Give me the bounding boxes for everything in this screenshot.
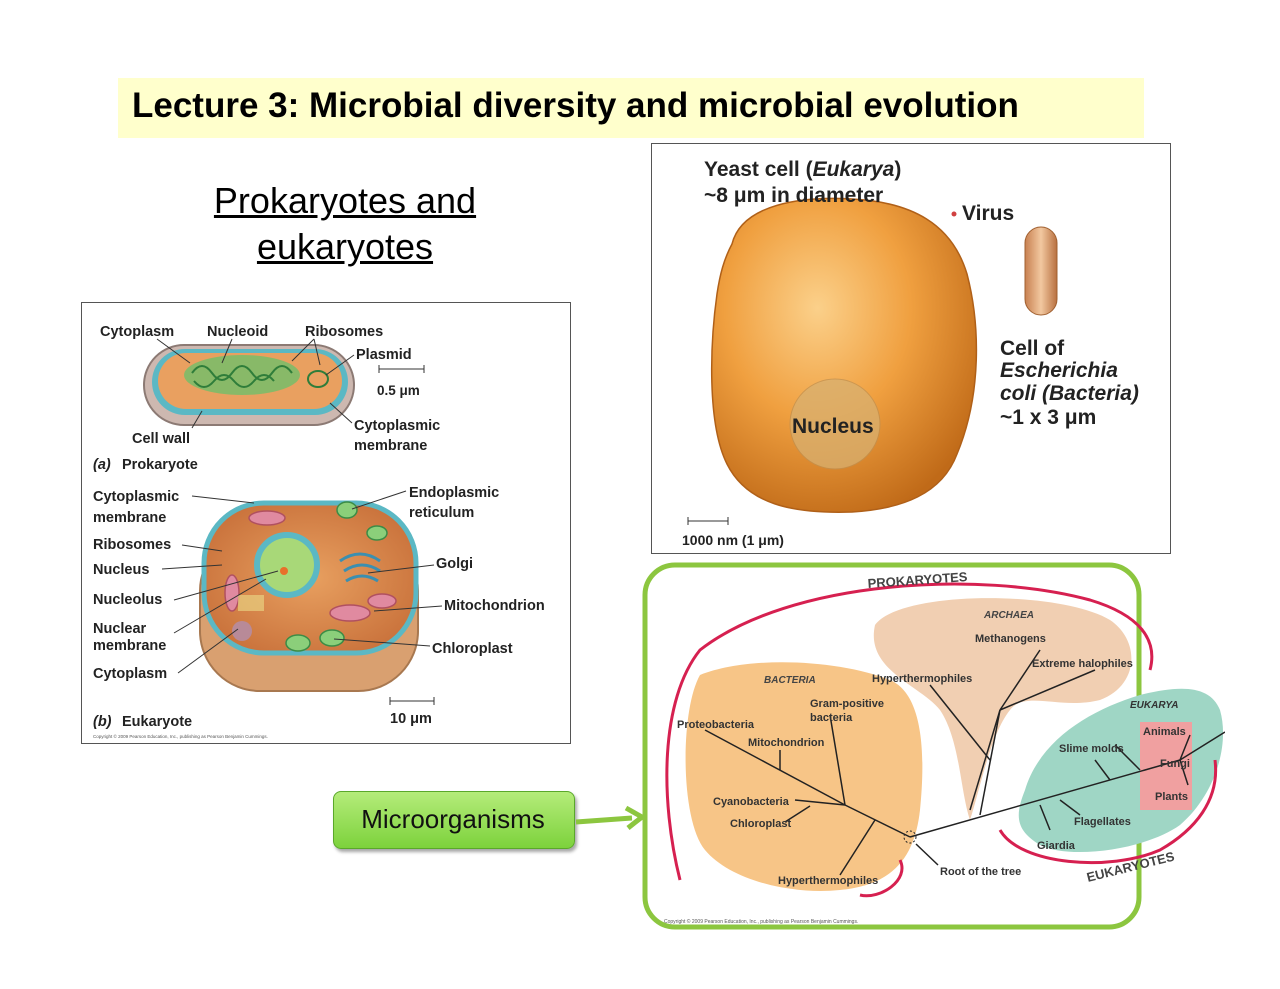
eu-label-cyto-membrane-2: membrane bbox=[93, 510, 166, 526]
label-eukarya: EUKARYA bbox=[1130, 700, 1179, 711]
prokaryote-scale-label: 0.5 μm bbox=[377, 383, 420, 398]
bacteria-region bbox=[685, 662, 923, 891]
label-proteobacteria: Proteobacteria bbox=[677, 719, 755, 731]
size-scale-label: 1000 nm (1 μm) bbox=[682, 532, 784, 548]
label-cytoplasm: Cytoplasm bbox=[100, 324, 174, 340]
label-fungi: Fungi bbox=[1160, 758, 1190, 770]
label-animals: Animals bbox=[1143, 726, 1186, 738]
eu-label-cyto-membrane-1: Cytoplasmic bbox=[93, 489, 179, 505]
caption-a-letter: (a) bbox=[93, 457, 111, 473]
eukarya-highlight-box bbox=[1140, 722, 1192, 810]
prokaryote-cell bbox=[143, 344, 355, 426]
size-comparison-panel: Yeast cell (Eukarya) ~8 μm in diameter V… bbox=[651, 143, 1171, 554]
label-hyperthermophiles-archaea: Hyperthermophiles bbox=[872, 673, 972, 685]
cell-panel-copyright: Copyright © 2009 Pearson Education, Inc.… bbox=[93, 733, 268, 739]
root-marker bbox=[903, 830, 917, 844]
eu-label-nucleolus: Nucleolus bbox=[93, 592, 162, 608]
ecoli-label-2: Escherichia bbox=[1000, 359, 1118, 382]
label-archaea: ARCHAEA bbox=[983, 610, 1034, 621]
label-nucleoid: Nucleoid bbox=[207, 324, 268, 340]
label-mitochondrion-tree: Mitochondrion bbox=[748, 737, 825, 749]
label-gram-positive-1: Gram-positive bbox=[810, 698, 884, 710]
prokaryotes-arc bbox=[665, 582, 1154, 881]
yeast-label: Yeast cell (Eukarya) bbox=[704, 158, 901, 181]
label-gram-positive-2: bacteria bbox=[810, 712, 853, 724]
yeast-size-label: ~8 μm in diameter bbox=[704, 184, 883, 207]
label-slime-molds: Slime molds bbox=[1059, 743, 1124, 755]
virus-label: Virus bbox=[962, 202, 1014, 225]
eu-label-nuclear-membrane-2: membrane bbox=[93, 638, 166, 654]
label-cell-wall: Cell wall bbox=[132, 431, 190, 447]
eu-label-golgi: Golgi bbox=[436, 556, 473, 572]
eu-label-mitochondrion: Mitochondrion bbox=[444, 598, 545, 614]
label-flagellates: Flagellates bbox=[1074, 816, 1131, 828]
microorganisms-button[interactable] bbox=[333, 791, 575, 849]
yeast-cell bbox=[710, 197, 978, 513]
size-scale-bar bbox=[687, 517, 729, 525]
eukaryote-scale-label: 10 μm bbox=[390, 711, 432, 727]
cell-structure-panel: Cytoplasm Nucleoid Ribosomes Plasmid 0.5… bbox=[81, 302, 571, 744]
ecoli-cell bbox=[1024, 226, 1058, 316]
label-extreme-halophiles: Extreme halophiles bbox=[1032, 658, 1133, 670]
tree-copyright: Copyright © 2009 Pearson Education, Inc.… bbox=[664, 918, 858, 925]
label-chloroplast-tree: Chloroplast bbox=[730, 818, 791, 830]
eu-label-cytoplasm: Cytoplasm bbox=[93, 666, 167, 682]
label-methanogens: Methanogens bbox=[975, 633, 1046, 645]
label-ribosomes: Ribosomes bbox=[305, 324, 383, 340]
label-root-of-tree: Root of the tree bbox=[940, 866, 1021, 878]
microorganisms-label: Microorganisms bbox=[361, 804, 545, 834]
subtitle-line-1: Prokaryotes and bbox=[213, 180, 477, 221]
label-cyto-membrane-2: membrane bbox=[354, 438, 427, 454]
tree-branches bbox=[704, 649, 1225, 876]
yeast-nucleus bbox=[789, 378, 881, 470]
label-plasmid: Plasmid bbox=[356, 347, 412, 363]
eukaryote-leader-lines bbox=[161, 490, 443, 705]
eukaryotes-arc bbox=[998, 759, 1218, 865]
eu-label-nuclear-membrane-1: Nuclear bbox=[93, 621, 147, 637]
prokaryote-leader-lines bbox=[156, 338, 425, 429]
nucleus-label: Nucleus bbox=[792, 415, 874, 438]
ecoli-label-1: Cell of bbox=[1000, 337, 1065, 360]
bacteria-arc bbox=[859, 859, 904, 898]
eu-label-chloroplast: Chloroplast bbox=[432, 641, 513, 657]
label-prokaryotes: PROKARYOTES bbox=[867, 569, 968, 591]
virus-dot bbox=[951, 211, 957, 217]
section-subtitle: Prokaryotes and eukaryotes bbox=[190, 178, 500, 270]
ecoli-size-label: ~1 x 3 μm bbox=[1000, 406, 1096, 429]
page-title: Lecture 3: Microbial diversity and micro… bbox=[132, 86, 1019, 125]
caption-prokaryote: Prokaryote bbox=[122, 457, 198, 473]
eu-label-nucleus: Nucleus bbox=[93, 562, 149, 578]
eu-label-ribosomes: Ribosomes bbox=[93, 537, 171, 553]
eukaryote-cell bbox=[199, 500, 419, 692]
label-cyto-membrane-1: Cytoplasmic bbox=[354, 418, 440, 434]
caption-eukaryote: Eukaryote bbox=[122, 714, 192, 730]
label-giardia: Giardia bbox=[1037, 840, 1076, 852]
label-hyperthermophiles-bacteria: Hyperthermophiles bbox=[778, 875, 878, 887]
cell-structure-figure: Cytoplasm Nucleoid Ribosomes Plasmid 0.5… bbox=[93, 324, 545, 739]
eu-label-er-1: Endoplasmic bbox=[409, 485, 499, 501]
ecoli-label-3: coli (Bacteria) bbox=[1000, 382, 1139, 405]
subtitle-line-2: eukaryotes bbox=[256, 226, 434, 267]
caption-b-letter: (b) bbox=[93, 714, 112, 730]
size-comparison-figure: Yeast cell (Eukarya) ~8 μm in diameter V… bbox=[682, 158, 1139, 548]
arrow-right-icon bbox=[575, 805, 645, 830]
tree-of-life-figure: PROKARYOTES ARCHAEA Methanogens Extreme … bbox=[642, 562, 1225, 930]
eu-label-er-2: reticulum bbox=[409, 505, 474, 521]
label-plants: Plants bbox=[1155, 791, 1188, 803]
title-bar bbox=[118, 78, 1144, 138]
root-pointer bbox=[915, 843, 939, 866]
label-cyanobacteria: Cyanobacteria bbox=[713, 796, 790, 808]
label-eukaryotes: EUKARYOTES bbox=[1085, 849, 1176, 885]
label-bacteria: BACTERIA bbox=[764, 675, 816, 686]
